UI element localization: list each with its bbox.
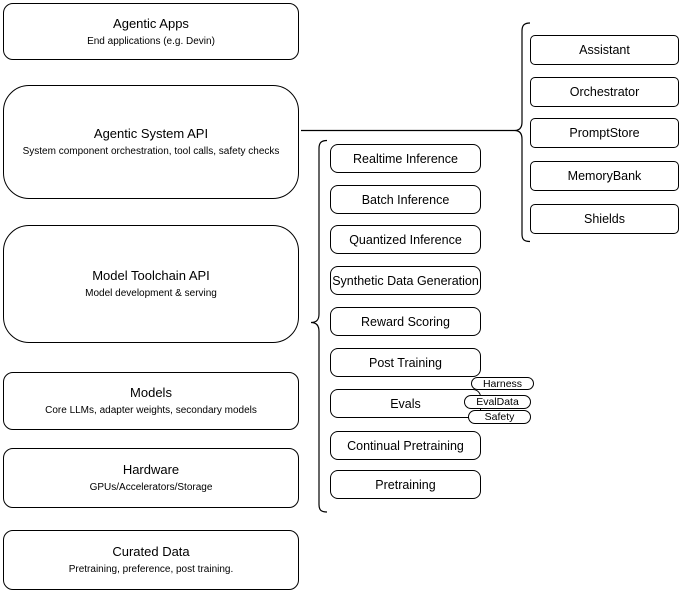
node-evals: Evals xyxy=(330,389,481,418)
brace-system-components xyxy=(514,22,531,243)
node-model-toolchain-api: Model Toolchain API Model development & … xyxy=(3,225,299,343)
node-curated-data: Curated Data Pretraining, preference, po… xyxy=(3,530,299,590)
node-subtitle: System component orchestration, tool cal… xyxy=(22,146,280,157)
node-subtitle: Core LLMs, adapter weights, secondary mo… xyxy=(45,405,257,416)
node-realtime-inference: Realtime Inference xyxy=(330,144,481,173)
node-continual-pretraining: Continual Pretraining xyxy=(330,431,481,460)
node-assistant: Assistant xyxy=(530,35,679,65)
node-subtitle: Pretraining, preference, post training. xyxy=(68,564,234,575)
node-title: Agentic System API xyxy=(93,126,209,141)
node-subtitle: GPUs/Accelerators/Storage xyxy=(89,482,213,493)
node-subtitle: End applications (e.g. Devin) xyxy=(87,35,215,47)
node-title: Models xyxy=(130,385,172,400)
node-batch-inference: Batch Inference xyxy=(330,185,481,214)
node-orchestrator: Orchestrator xyxy=(530,77,679,107)
node-title: Agentic Apps xyxy=(113,15,189,31)
node-reward-scoring: Reward Scoring xyxy=(330,307,481,336)
pill-harness: Harness xyxy=(471,377,534,390)
node-subtitle: Model development & serving xyxy=(85,288,217,299)
node-title: Hardware xyxy=(122,462,180,477)
node-promptstore: PromptStore xyxy=(530,118,679,148)
node-pretraining: Pretraining xyxy=(330,470,481,499)
node-quantized-inference: Quantized Inference xyxy=(330,225,481,254)
node-models: Models Core LLMs, adapter weights, secon… xyxy=(3,372,299,430)
pill-evaldata: EvalData xyxy=(464,395,531,409)
node-title: Model Toolchain API xyxy=(92,268,210,283)
node-post-training: Post Training xyxy=(330,348,481,377)
node-shields: Shields xyxy=(530,204,679,234)
node-hardware: Hardware GPUs/Accelerators/Storage xyxy=(3,448,299,508)
brace-toolchain xyxy=(310,139,328,513)
node-memorybank: MemoryBank xyxy=(530,161,679,191)
pill-safety: Safety xyxy=(468,410,531,424)
node-synthetic-data-generation: Synthetic Data Generation xyxy=(330,266,481,295)
node-agentic-system-api: Agentic System API System component orch… xyxy=(3,85,299,199)
node-title: Curated Data xyxy=(112,544,190,559)
node-agentic-apps: Agentic Apps End applications (e.g. Devi… xyxy=(3,3,299,60)
